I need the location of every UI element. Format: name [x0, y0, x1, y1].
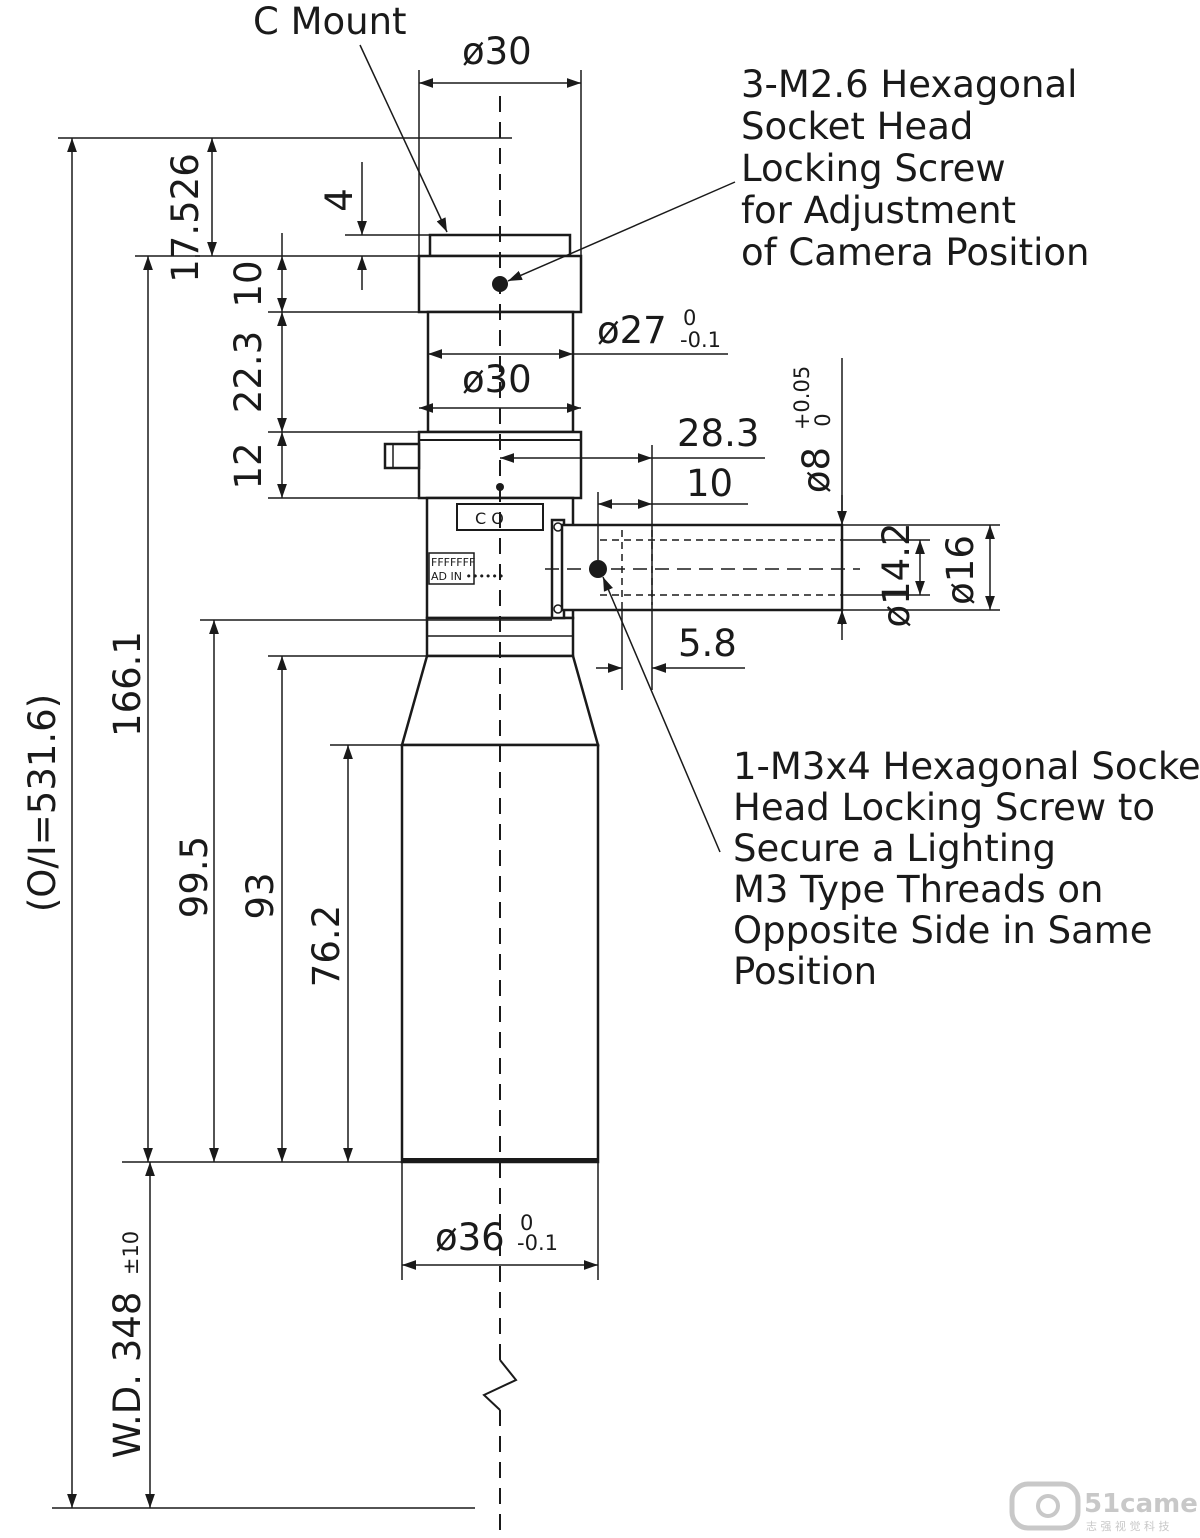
focus-window-label: C O	[475, 509, 504, 528]
dim-d27-tol-lower: -0.1	[680, 328, 721, 352]
logo-mark-icon	[1009, 1481, 1081, 1531]
dim-d8-tol-upper: +0.05	[790, 366, 814, 430]
focus-window	[456, 503, 544, 531]
dim-10-vertical: 10	[227, 260, 270, 307]
note-mount-screw: 3-M2.6 Hexagonal Socket Head Locking Scr…	[741, 63, 1089, 274]
dim-d8: ø8	[795, 447, 838, 493]
dim-d36: ø36	[435, 1216, 505, 1259]
watermark-sub: 志 强 视 觉 科 技	[1086, 1519, 1169, 1533]
watermark-brand: 51camera	[1084, 1489, 1200, 1519]
extension-lines	[52, 70, 1000, 1509]
dim-4: 4	[318, 188, 361, 212]
dim-5-8: 5.8	[678, 622, 737, 665]
dim-d36-tol-lower: -0.1	[517, 1231, 558, 1255]
dim-d36-tol-upper: 0	[520, 1211, 533, 1235]
dim-d16: ø16	[939, 535, 982, 605]
logo-lens-icon	[1036, 1494, 1060, 1518]
note-lighting-screw-line: Secure a Lighting	[733, 827, 1056, 870]
note-lighting-screw-line: M3 Type Threads on	[733, 868, 1103, 911]
label-c-mount: C Mount	[253, 0, 407, 43]
lighting-screw-hole	[589, 560, 607, 578]
dim-wd-tol: ±10	[119, 1231, 143, 1275]
dim-10-horizontal: 10	[686, 462, 733, 505]
note-lighting-screw-line: Opposite Side in Same	[733, 909, 1153, 952]
dim-wd: W.D. 348	[106, 1292, 149, 1459]
dim-93: 93	[239, 872, 282, 919]
dim-28-3: 28.3	[677, 412, 759, 455]
dim-d8-tol-lower: 0	[811, 413, 835, 426]
scale-bottom-text: AD IN ••••••	[431, 570, 504, 583]
dim-d30-mid: ø30	[462, 358, 532, 401]
watermark-logo: 51camera 志 强 视 觉 科 技	[1009, 1481, 1200, 1533]
note-lighting-screw-line: 1-M3x4 Hexagonal Socke	[733, 745, 1200, 788]
note-mount-screw-line: Locking Screw	[741, 147, 1006, 190]
focus-scale	[428, 552, 475, 585]
dim-99-5: 99.5	[173, 836, 216, 918]
dim-12: 12	[227, 442, 270, 489]
note-lighting-screw: 1-M3x4 Hexagonal Socke Head Locking Scre…	[733, 745, 1200, 993]
dim-17-526: 17.526	[164, 153, 207, 282]
note-mount-screw-line: Socket Head	[741, 105, 973, 148]
dim-76-2: 76.2	[305, 905, 348, 987]
leader-lines	[359, 44, 736, 853]
dim-d27-tol-upper: 0	[683, 306, 696, 330]
note-lighting-screw-line: Position	[733, 950, 877, 993]
dim-oi: (O/I=531.6)	[21, 694, 64, 912]
note-mount-screw-line: of Camera Position	[741, 231, 1089, 274]
dim-166-1: 166.1	[106, 631, 149, 737]
note-mount-screw-line: for Adjustment	[741, 189, 1016, 232]
side-knob	[383, 442, 421, 470]
dim-d27: ø27	[597, 309, 667, 352]
note-lighting-screw-line: Head Locking Screw to	[733, 786, 1155, 829]
lighting-arm	[545, 518, 860, 620]
dim-d30-top: ø30	[462, 30, 532, 73]
dim-22-3: 22.3	[227, 331, 270, 413]
scale-top-text: FFFFFFF	[431, 556, 475, 569]
dimension-lines	[67, 78, 995, 1508]
note-mount-screw-line: 3-M2.6 Hexagonal	[741, 63, 1077, 106]
dim-d14-2: ø14.2	[875, 522, 918, 627]
break-symbol	[482, 1359, 518, 1411]
